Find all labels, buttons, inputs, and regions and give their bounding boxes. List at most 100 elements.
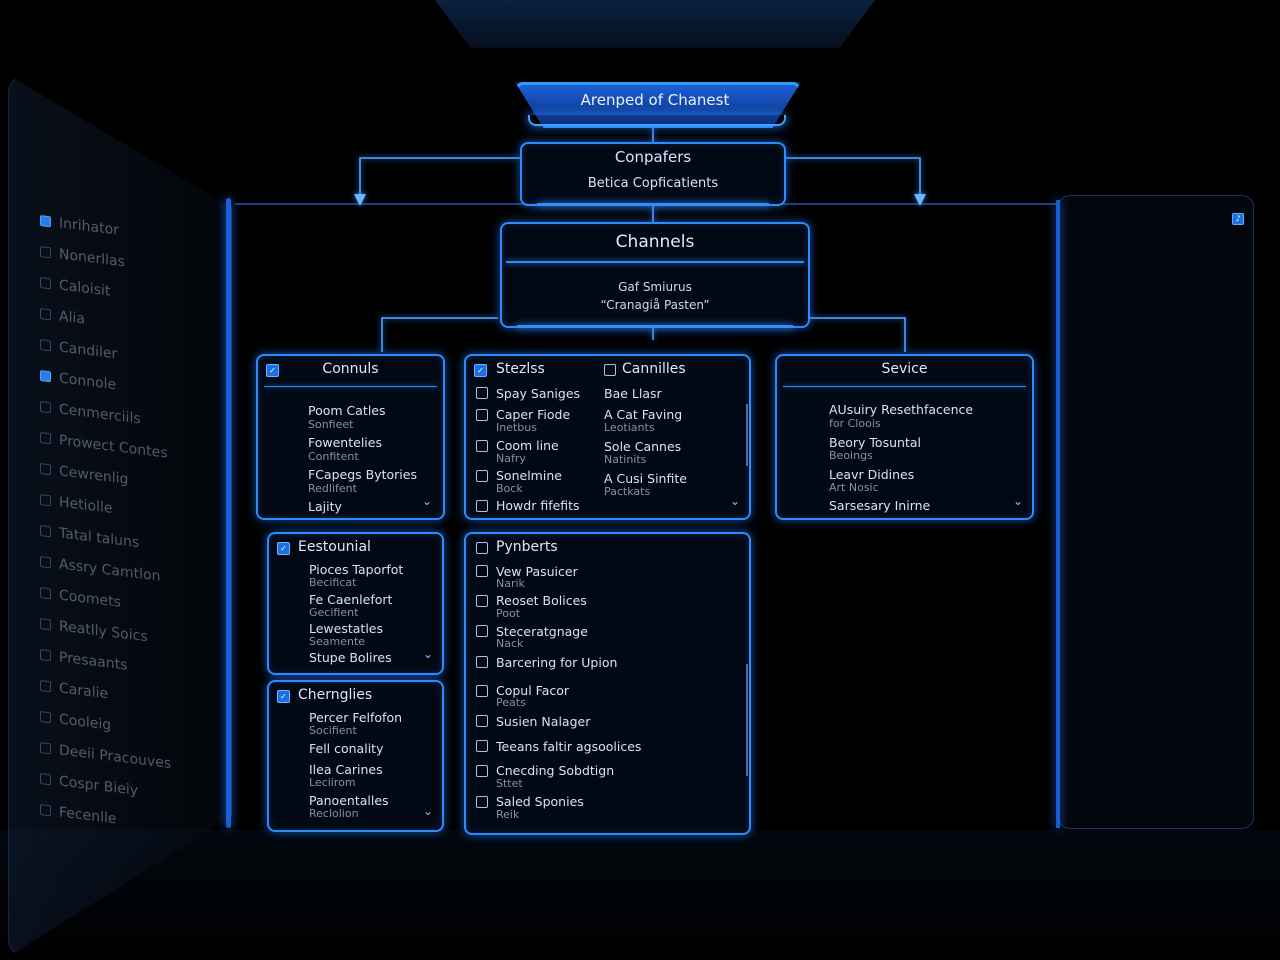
list-item-sub: Gecifient: [309, 606, 359, 619]
list-item[interactable]: Caper Fiode: [496, 407, 571, 422]
list-item[interactable]: Teeans faltir agsoolices: [496, 739, 642, 754]
checkbox-icon[interactable]: [476, 387, 488, 399]
checkbox-icon[interactable]: [604, 364, 616, 376]
scrollbar[interactable]: [746, 664, 748, 776]
list-item[interactable]: A Cusi Sinfite: [604, 471, 687, 486]
list-item[interactable]: Stupe Bolires: [309, 650, 392, 665]
chevron-down-icon[interactable]: ⌄: [730, 494, 741, 508]
checkbox-icon[interactable]: [476, 625, 488, 637]
list-item-sub: Nack: [496, 637, 524, 650]
list-item[interactable]: AUsuiry Resethfacence: [829, 402, 974, 417]
pynberts-title: Pynberts: [496, 539, 558, 555]
list-item[interactable]: Bae Llasr: [604, 386, 662, 401]
chevron-down-icon[interactable]: ⌄: [423, 647, 434, 661]
checkbox-icon[interactable]: [476, 565, 488, 577]
companies-node[interactable]: Conpafers Betica Copficatients: [520, 142, 786, 206]
list-item[interactable]: Barcering for Upion: [496, 655, 618, 670]
floor-reflection: [0, 830, 1280, 960]
list-item[interactable]: Fe Caenlefort: [309, 592, 393, 607]
checkbox-icon[interactable]: ✓: [277, 690, 290, 703]
list-item-sub: Narik: [496, 577, 525, 590]
eestounial-panel: ✓ Eestounial Pioces Taporfot Becificat F…: [267, 532, 444, 675]
list-item-sub: for Cloois: [829, 417, 881, 430]
list-item-sub: Leotiants: [604, 421, 655, 434]
list-item[interactable]: Ilea Carines: [309, 762, 383, 777]
list-item-sub: Sttet: [496, 777, 523, 790]
list-item-sub: Redlifent: [308, 482, 357, 495]
scrollbar[interactable]: [746, 404, 748, 466]
list-item[interactable]: Fowentelies: [308, 435, 382, 450]
list-item[interactable]: Percer Felfofon: [309, 710, 403, 725]
list-item[interactable]: A Cat Faving: [604, 407, 683, 422]
list-item-sub: Nafry: [496, 452, 526, 465]
checkbox-icon[interactable]: [476, 740, 488, 752]
list-item-sub: Peats: [496, 696, 526, 709]
checkbox-icon[interactable]: [476, 500, 488, 512]
connuls-divider: [264, 386, 437, 387]
checkbox-icon[interactable]: [476, 409, 488, 421]
companies-subtitle: Betica Copficatients: [587, 176, 719, 191]
checkbox-icon[interactable]: ✓: [277, 542, 290, 555]
list-item[interactable]: Lewestatles: [309, 621, 383, 636]
list-item-sub: Inetbus: [496, 421, 537, 434]
checkbox-icon[interactable]: [476, 542, 488, 554]
list-item[interactable]: Saled Sponies: [496, 794, 584, 809]
list-item[interactable]: Leavr Didines: [829, 467, 915, 482]
list-item[interactable]: Susien Nalager: [496, 714, 591, 729]
right-panel-checkbox-icon[interactable]: ♪: [1232, 213, 1244, 225]
list-item[interactable]: FCapegs Bytories: [308, 467, 417, 482]
list-item[interactable]: Coom line: [496, 438, 559, 453]
checkbox-icon[interactable]: [476, 440, 488, 452]
channels-glow: [517, 325, 793, 328]
checkbox-icon[interactable]: ✓: [266, 364, 279, 377]
list-item[interactable]: Cnecding Sobdtign: [496, 763, 615, 778]
checkbox-icon[interactable]: [476, 796, 488, 808]
checkbox-icon[interactable]: [476, 765, 488, 777]
checkbox-icon[interactable]: [476, 470, 488, 482]
list-item-sub: Reclolion: [309, 807, 359, 820]
checkbox-icon[interactable]: [476, 685, 488, 697]
channels-line2: “Cranagiå Pasten”: [600, 298, 710, 312]
companies-glow: [537, 203, 769, 206]
ceiling-light: [435, 0, 875, 48]
list-item[interactable]: Steceratgnage: [496, 624, 588, 639]
list-item[interactable]: Fell conality: [309, 741, 384, 756]
title-banner-underline: [528, 115, 786, 126]
list-item[interactable]: Pioces Taporfot: [309, 562, 404, 577]
channels-line1: Gaf Smiurus: [618, 280, 692, 294]
list-item[interactable]: Beory Tosuntal: [829, 435, 921, 450]
companies-title: Conpafers: [614, 148, 692, 166]
list-item-sub: Reik: [496, 808, 520, 821]
checkbox-icon[interactable]: [476, 595, 488, 607]
list-item-sub: Becificat: [309, 576, 357, 589]
list-item[interactable]: Poom Catles: [308, 403, 386, 418]
list-item-sub: Seamente: [309, 635, 366, 648]
checkbox-icon[interactable]: [476, 715, 488, 727]
chernglies-header: ✓ Chernglies: [269, 682, 442, 712]
cannilles-title: Cannilles: [622, 361, 686, 377]
list-item[interactable]: Copul Facor: [496, 683, 570, 698]
list-item[interactable]: Howdr fifefits: [496, 498, 580, 513]
list-item[interactable]: Sole Cannes: [604, 439, 682, 454]
chevron-down-icon[interactable]: ⌄: [1013, 494, 1024, 508]
list-item-sub: Natinits: [604, 453, 647, 466]
checkbox-icon[interactable]: ✓: [474, 364, 487, 377]
list-item[interactable]: Panoentalles: [309, 793, 389, 808]
checkbox-icon[interactable]: [476, 656, 488, 668]
sevice-title: Sevice: [881, 361, 928, 377]
list-item[interactable]: Vew Pasuicer: [496, 564, 578, 579]
page-title: Arenped of Chanest: [580, 91, 730, 109]
list-item[interactable]: Reoset Bolices: [496, 593, 587, 608]
list-item[interactable]: Sonelmine: [496, 468, 562, 483]
list-item[interactable]: Spay Saniges: [496, 386, 581, 401]
list-item-sub: Sonfieet: [308, 418, 354, 431]
list-item[interactable]: Sarsesary Inirne: [829, 498, 931, 513]
list-item[interactable]: Lajity: [308, 499, 342, 514]
channels-node[interactable]: Channels Gaf Smiurus “Cranagiå Pasten”: [500, 222, 810, 328]
sevice-divider: [783, 386, 1026, 387]
sevice-panel: Sevice AUsuiry Resethfacence for Cloois …: [775, 354, 1034, 520]
channels-title: Channels: [615, 232, 695, 252]
chevron-down-icon[interactable]: ⌄: [423, 804, 434, 818]
chevron-down-icon[interactable]: ⌄: [422, 494, 433, 508]
